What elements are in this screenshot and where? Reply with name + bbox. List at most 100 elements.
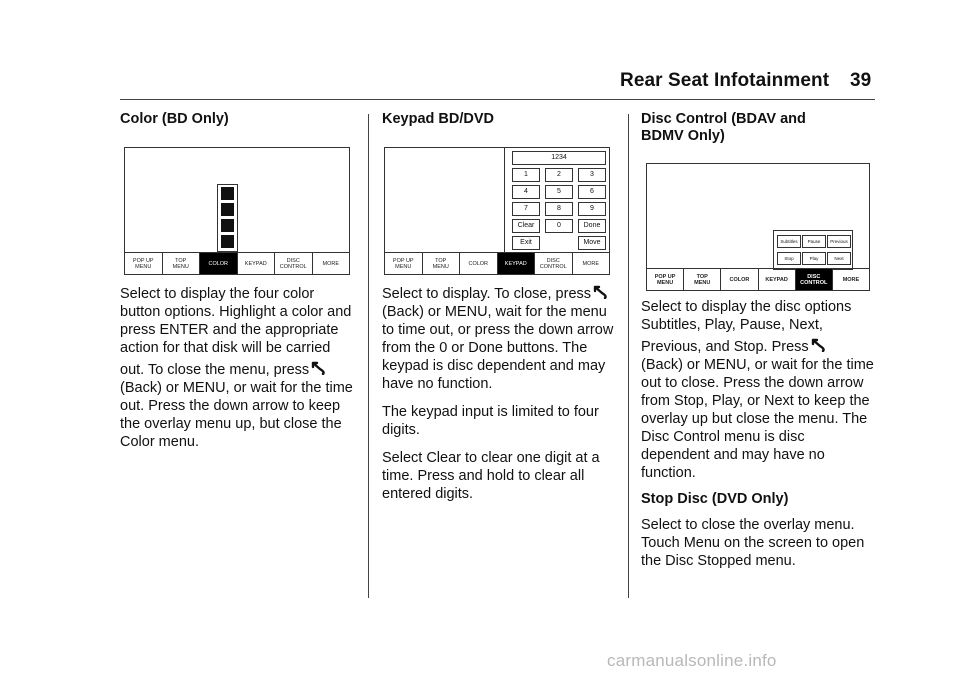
disc-control-screen-illustration: Subtitles Pause Previous Stop Play Next … bbox=[646, 163, 870, 291]
color-swatch bbox=[221, 235, 234, 248]
screen-menu-bar: POP UP MENU TOP MENU COLOR KEYPAD DISC C… bbox=[385, 252, 609, 274]
menu-top-menu: TOP MENU bbox=[163, 253, 200, 274]
menu-disc-control: DISC CONTROL bbox=[535, 253, 573, 274]
section-heading-stop-disc: Stop Disc (DVD Only) bbox=[641, 491, 789, 507]
menu-more: MORE bbox=[582, 260, 600, 267]
text-line: Color menu. bbox=[120, 434, 199, 450]
section-heading-color: Color (BD Only) bbox=[120, 111, 229, 127]
paragraph: Select to display. To close, press (Back… bbox=[382, 285, 622, 393]
text-line: dependent and may have no bbox=[641, 447, 825, 463]
text-line: Touch Menu on the screen to open bbox=[641, 535, 865, 551]
text-line: (Back) or MENU, or wait for the time bbox=[120, 380, 353, 396]
keypad-key: 6 bbox=[578, 185, 606, 199]
keypad-description: Select to display. To close, press (Back… bbox=[382, 285, 622, 513]
play-button: Play bbox=[802, 252, 826, 265]
paragraph: Select Clear to clear one digit at a tim… bbox=[382, 449, 622, 503]
back-arrow-icon bbox=[311, 361, 325, 375]
keypad-key: 4 bbox=[512, 185, 540, 199]
keypad-key: 1 bbox=[512, 168, 540, 182]
text-line: function. bbox=[641, 465, 696, 481]
keypad-key: 9 bbox=[578, 202, 606, 216]
text-line: Select to display the disc options bbox=[641, 299, 852, 315]
text-fragment: Previous, and Stop. Press bbox=[641, 339, 809, 355]
header-rule bbox=[120, 99, 875, 100]
keypad-panel: 1234 1 2 3 4 5 6 7 8 9 Clear 0 Done Exit… bbox=[504, 148, 639, 254]
subtitles-button: Subtitles bbox=[777, 235, 801, 248]
stop-button: Stop bbox=[777, 252, 801, 265]
text-line: to time out, or press the down arrow bbox=[382, 322, 614, 338]
next-button: Next bbox=[827, 252, 851, 265]
paragraph: Select to display the disc options Subti… bbox=[641, 298, 881, 482]
heading-line: Disc Control (BDAV and bbox=[641, 111, 806, 127]
text-fragment: out. To close the menu, press bbox=[120, 362, 310, 378]
menu-keypad: KEYPAD bbox=[497, 253, 535, 274]
text-line: out to close. Press the down arrow bbox=[641, 375, 864, 391]
menu-popup-menu: POP UP MENU bbox=[647, 269, 685, 290]
menu-top-menu: TOP MENU bbox=[684, 269, 722, 290]
menu-keypad: KEYPAD bbox=[759, 269, 796, 290]
text-line: Select Clear to clear one digit at a bbox=[382, 450, 600, 466]
text-line: out. Press the down arrow to keep bbox=[120, 398, 341, 414]
screen-menu-bar: POP UP MENU TOP MENU COLOR KEYPAD DISC C… bbox=[647, 268, 869, 290]
text-line: have no function. bbox=[382, 376, 493, 392]
text-line: The keypad input is limited to four bbox=[382, 404, 599, 420]
menu-popup-menu: POP UP MENU bbox=[385, 253, 423, 274]
keypad-key: 2 bbox=[545, 168, 573, 182]
text-line: out. To close the menu, press bbox=[120, 361, 365, 379]
menu-disc-control: DISC CONTROL bbox=[795, 269, 833, 290]
keypad-key-exit: Exit bbox=[512, 236, 540, 250]
disc-control-overlay: Subtitles Pause Previous Stop Play Next bbox=[773, 230, 853, 270]
previous-button: Previous bbox=[827, 235, 851, 248]
back-arrow-icon bbox=[593, 285, 607, 299]
menu-disc-control: DISC CONTROL bbox=[275, 253, 313, 274]
screen-menu-bar: POP UP MENU TOP MENU COLOR KEYPAD DISC C… bbox=[125, 252, 349, 274]
keypad-key: 8 bbox=[545, 202, 573, 216]
menu-more: MORE bbox=[842, 276, 860, 283]
paragraph: Select to close the overlay menu. Touch … bbox=[641, 516, 881, 570]
column-divider bbox=[628, 114, 629, 598]
section-heading-keypad: Keypad BD/DVD bbox=[382, 111, 494, 127]
text-line: Select to close the overlay menu. bbox=[641, 517, 855, 533]
keypad-key: 7 bbox=[512, 202, 540, 216]
text-line: the Disc Stopped menu. bbox=[641, 553, 796, 569]
menu-color: COLOR bbox=[460, 253, 498, 274]
text-line: keypad is disc dependent and may bbox=[382, 358, 606, 374]
text-line: entered digits. bbox=[382, 486, 474, 502]
text-line: (Back) or MENU, or wait for the time bbox=[641, 357, 874, 373]
color-swatch-column bbox=[217, 184, 238, 252]
heading-line: BDMV Only) bbox=[641, 128, 725, 144]
keypad-key: 5 bbox=[545, 185, 573, 199]
menu-popup-menu: POP UP MENU bbox=[125, 253, 163, 274]
menu-keypad: KEYPAD bbox=[238, 253, 275, 274]
text-line: Subtitles, Play, Pause, Next, bbox=[641, 317, 823, 333]
pause-button: Pause bbox=[802, 235, 826, 248]
back-arrow-icon bbox=[811, 338, 825, 352]
text-line: (Back) or MENU, wait for the menu bbox=[382, 304, 607, 320]
text-line: action for that disk will be carried bbox=[120, 340, 331, 356]
keypad-screen-illustration: 1234 1 2 3 4 5 6 7 8 9 Clear 0 Done Exit… bbox=[384, 147, 610, 275]
text-line: time. Press and hold to clear all bbox=[382, 468, 585, 484]
keypad-key-done: Done bbox=[578, 219, 606, 233]
text-line: Disc Control menu is disc bbox=[641, 429, 805, 445]
text-line: from the 0 or Done buttons. The bbox=[382, 340, 588, 356]
color-swatch bbox=[221, 203, 234, 216]
disc-control-description: Select to display the disc options Subti… bbox=[641, 298, 881, 580]
watermark-text: carmanualsonline.info bbox=[607, 651, 777, 670]
text-line: Previous, and Stop. Press bbox=[641, 338, 881, 356]
keypad-key-move: Move bbox=[578, 236, 606, 250]
menu-top-menu: TOP MENU bbox=[423, 253, 460, 274]
color-swatch bbox=[221, 219, 234, 232]
keypad-key-clear: Clear bbox=[512, 219, 540, 233]
section-heading-disc-control: Disc Control (BDAV and BDMV Only) bbox=[641, 111, 806, 145]
text-fragment: Select to display. To close, press bbox=[382, 286, 592, 302]
text-line: digits. bbox=[382, 422, 420, 438]
paragraph: The keypad input is limited to four digi… bbox=[382, 403, 622, 439]
color-swatch bbox=[221, 187, 234, 200]
page-number: 39 bbox=[850, 70, 872, 91]
text-line: from Stop, Play, or Next to keep the bbox=[641, 393, 870, 409]
text-line: overlay up but close the menu. The bbox=[641, 411, 868, 427]
text-line: press ENTER and the appropriate bbox=[120, 322, 339, 338]
color-menu-screen-illustration: POP UP MENU TOP MENU COLOR KEYPAD DISC C… bbox=[124, 147, 350, 275]
text-line: Select to display the four color bbox=[120, 286, 315, 302]
text-line: Select to display. To close, press bbox=[382, 285, 622, 303]
